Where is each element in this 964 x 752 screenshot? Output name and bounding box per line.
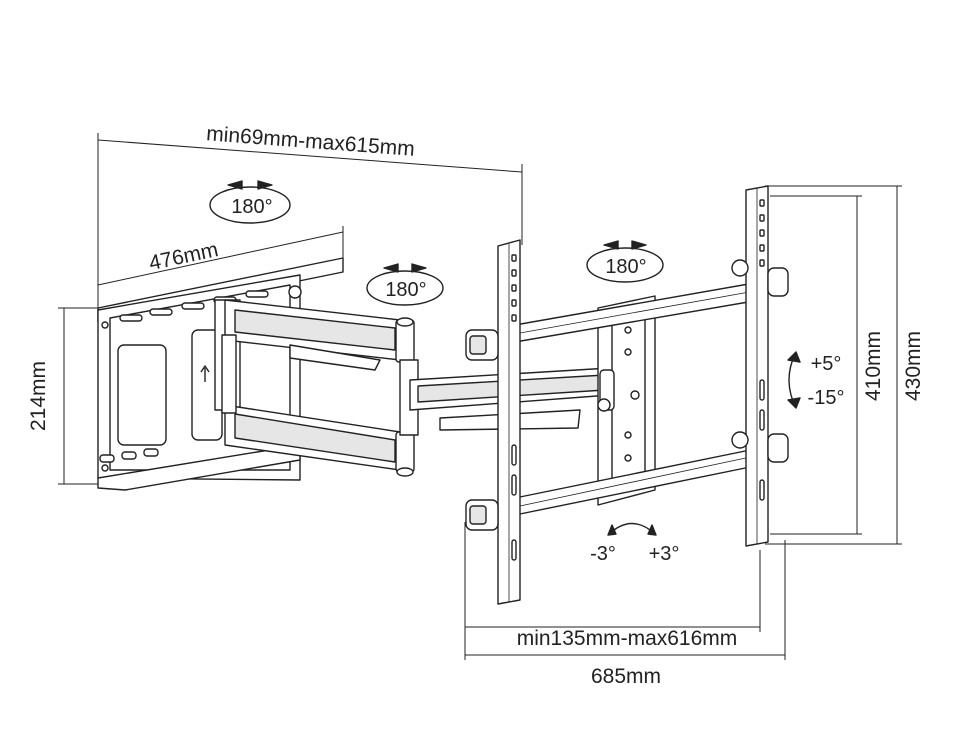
bracket-inner-height-label: 410mm — [862, 331, 885, 401]
center-head-plate — [597, 295, 656, 506]
arm-first-segment — [214, 299, 415, 477]
dimension-labels: min69mm-max615mm 476mm 214mm 410mm 430mm… — [27, 122, 925, 688]
head-swivel-label: 180° — [605, 256, 646, 278]
wall-swivel-label: 180° — [231, 196, 272, 218]
bracket-outer-height-label: 430mm — [902, 331, 925, 401]
plate-height-label: 214mm — [27, 361, 50, 431]
arm-swivel-label: 180° — [385, 279, 426, 301]
tilt-up-label: +5° — [811, 353, 842, 375]
dimension-lines — [58, 133, 902, 660]
rotation-markers — [209, 180, 801, 536]
rotation-labels: 180° 180° 180° +5° -15° -3° +3° — [231, 196, 844, 565]
arm-span-label: min135mm-max616mm — [517, 627, 738, 650]
depth-range-label: min69mm-max615mm — [205, 122, 415, 161]
plate-width-label: 476mm — [147, 238, 220, 275]
total-width-label: 685mm — [591, 665, 661, 688]
level-right-label: +3° — [649, 543, 680, 565]
tilt-down-label: -15° — [808, 387, 845, 409]
left-vertical-rail — [465, 239, 521, 605]
right-vertical-rail — [731, 185, 789, 547]
level-left-label: -3° — [590, 543, 616, 565]
